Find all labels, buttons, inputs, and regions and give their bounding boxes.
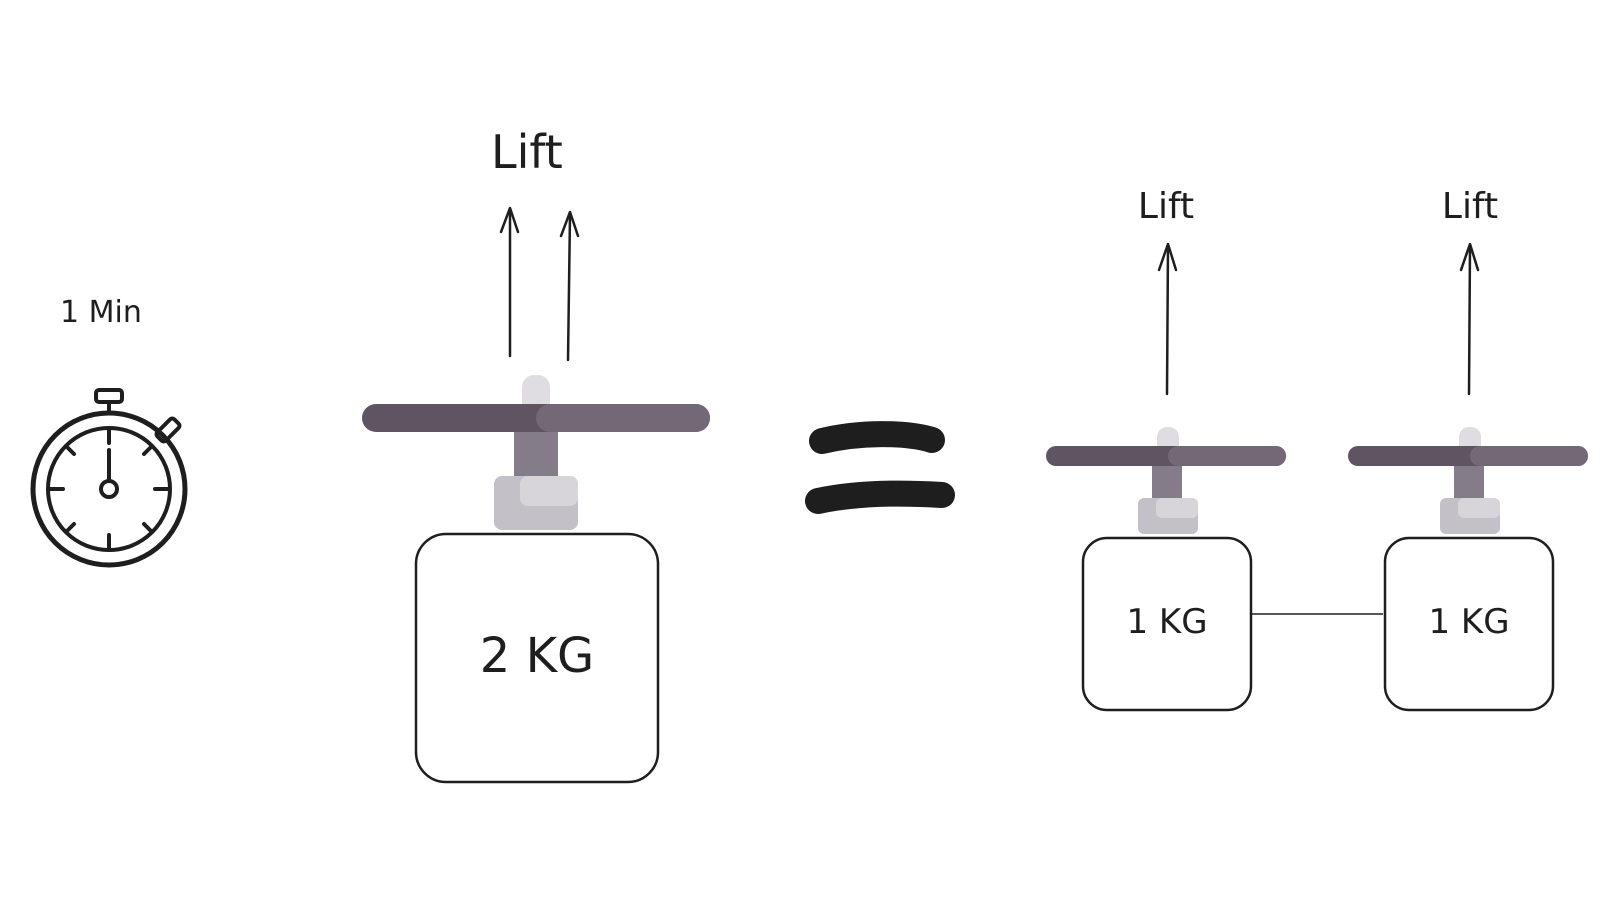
equals-sign <box>805 421 955 514</box>
left-drone-icon <box>362 375 710 530</box>
right-lift-arrow-1 <box>1157 242 1178 396</box>
right-drone-2-group: Lift 1 KG <box>1348 186 1588 712</box>
right-drone-1-icon <box>1046 427 1286 534</box>
right-weight-label-1: 1 KG <box>1126 602 1207 642</box>
left-weight-label: 2 KG <box>480 628 594 684</box>
left-lift-arrow-1 <box>499 206 520 358</box>
stopwatch-group: 1 Min <box>30 295 188 568</box>
left-lift-label: Lift <box>491 125 563 179</box>
left-lift-arrow-2 <box>559 210 580 362</box>
left-weight-box: 2 KG <box>414 532 660 784</box>
stopwatch-icon <box>30 388 188 568</box>
right-weight-label-2: 1 KG <box>1428 602 1509 642</box>
right-weight-box-2: 1 KG <box>1383 536 1555 712</box>
right-drone-2-icon <box>1348 427 1588 534</box>
right-drone-1-group: Lift 1 KG <box>1046 186 1286 712</box>
right-lift-label-1: Lift <box>1138 186 1194 227</box>
left-drone-group: Lift 2 KG <box>362 125 710 784</box>
timer-label: 1 Min <box>60 295 142 330</box>
right-weight-box-1: 1 KG <box>1081 536 1253 712</box>
right-lift-arrow-2 <box>1459 242 1480 396</box>
right-lift-label-2: Lift <box>1442 186 1498 227</box>
